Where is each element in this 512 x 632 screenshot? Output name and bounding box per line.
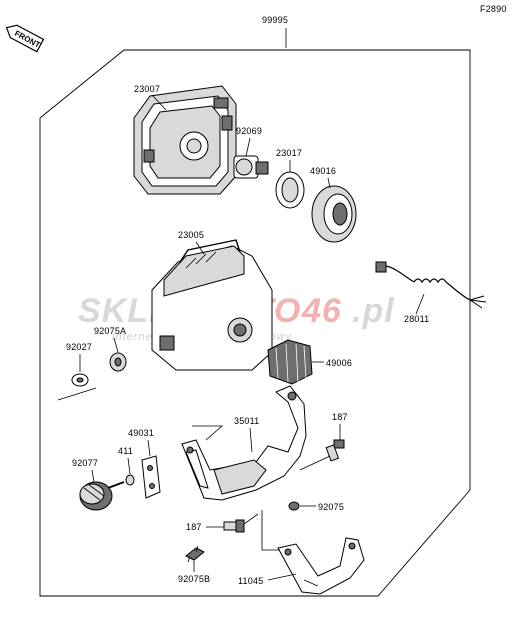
leader-11045-ext <box>261 510 280 551</box>
callout-92075A: 92075A <box>94 326 126 336</box>
collar-washer <box>71 373 89 387</box>
bolt-upper <box>325 439 345 462</box>
bracket-hint-lines <box>192 425 224 441</box>
callout-49031: 49031 <box>128 428 154 438</box>
grommet-a <box>109 352 127 372</box>
bulb <box>233 155 269 179</box>
watermark-brand-tld: .pl <box>352 292 395 330</box>
assembly-outline <box>39 49 471 597</box>
callout-92069: 92069 <box>236 126 262 136</box>
headlight-unit <box>133 85 237 195</box>
leader-411 <box>127 457 131 475</box>
leader-187-upper-ext <box>299 455 331 471</box>
mounting-bracket <box>181 385 307 501</box>
adjust-plate <box>141 455 161 499</box>
callout-187-upper: 187 <box>332 412 348 422</box>
leader-92075A <box>113 337 119 353</box>
leader-11045 <box>267 573 297 581</box>
rubber-boot <box>267 339 313 385</box>
leader-92027-ext <box>57 387 97 401</box>
callout-49016: 49016 <box>310 166 336 176</box>
leader-92069 <box>245 137 251 157</box>
callout-187-lower: 187 <box>186 522 202 532</box>
callout-11045: 11045 <box>238 576 263 586</box>
callout-92077: 92077 <box>72 458 98 468</box>
callout-23005: 23005 <box>178 230 204 240</box>
leader-92077 <box>91 469 95 483</box>
leader-28011 <box>415 293 425 315</box>
callout-411: 411 <box>118 446 133 456</box>
bulb-retaining-ring <box>275 171 305 209</box>
callout-49006: 49006 <box>326 358 352 368</box>
callout-23017: 23017 <box>276 148 302 158</box>
callout-92027: 92027 <box>66 342 92 352</box>
callout-28011: 28011 <box>404 314 429 324</box>
leader-49016 <box>327 177 331 189</box>
figure-code: F2890 <box>480 4 507 14</box>
callout-92075: 92075 <box>318 502 344 512</box>
headlight-housing <box>151 239 273 371</box>
front-arrow-icon: FRONT <box>5 24 45 53</box>
callout-23007: 23007 <box>134 84 160 94</box>
clip <box>185 545 205 563</box>
wire-harness <box>375 261 487 309</box>
callout-35011: 35011 <box>234 416 259 426</box>
lower-bracket <box>277 537 365 595</box>
assembly-number: 99995 <box>262 15 288 25</box>
watermark-brand-3: 46 <box>301 292 342 330</box>
callout-92075B: 92075B <box>178 574 210 584</box>
leader-187-lower-ext <box>243 513 259 525</box>
leader-23005 <box>195 241 205 255</box>
washer-411 <box>125 474 135 486</box>
dust-cover <box>311 185 357 243</box>
leader-23007 <box>151 94 167 111</box>
bolt-lower <box>223 519 245 533</box>
leader-35011 <box>249 427 253 453</box>
leader-49031 <box>147 439 151 457</box>
adjust-knob <box>79 481 125 511</box>
grommet <box>288 501 300 511</box>
